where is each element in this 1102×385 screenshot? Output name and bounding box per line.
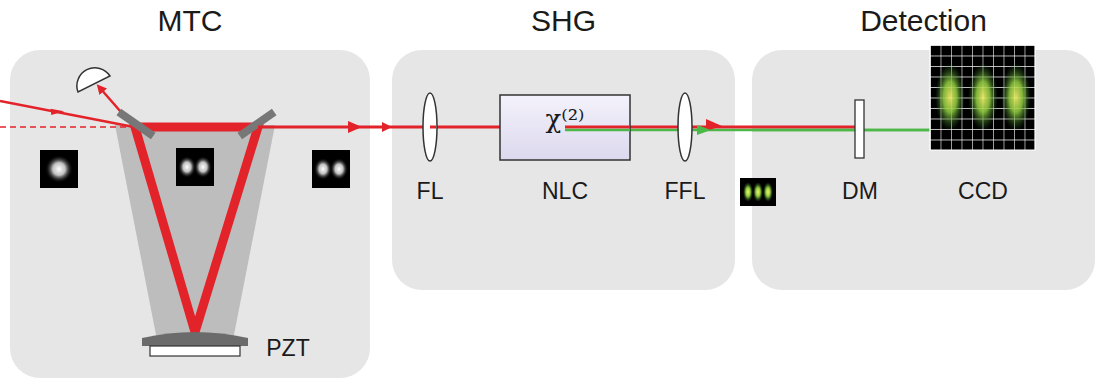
mode-image [312,150,350,188]
beam-connector [735,127,752,128]
shg-panel [392,50,735,290]
beam-arrow [348,121,362,133]
detection-panel [752,50,1095,290]
fundamental-beam [430,126,436,129]
cavity-mode [135,127,258,332]
mtc-panel [10,50,370,378]
second-harmonic-beam [752,129,930,132]
section-title: Detection [860,4,987,37]
arrow-head [382,122,392,132]
section-panel: MTC [10,50,370,378]
piezo [150,346,240,356]
focusing-lens [423,93,437,161]
mode-image [740,178,776,206]
beam-arrow [697,125,711,135]
section-panel: Detection [752,50,1095,290]
beam-arrow [49,109,64,118]
output-mirror [238,109,277,140]
section-title: SHG [531,4,596,37]
part-label: FL [417,179,444,204]
curved-mirror [142,332,248,346]
ccd-camera [930,45,1035,150]
photodiode [77,68,110,92]
fundamental-beam [752,126,858,129]
beam-line [735,126,752,129]
reference-line [0,126,130,128]
crystal-box: χ⁽²⁾NLC [500,95,630,160]
mode-image [176,148,214,186]
dichroic-mirror [855,100,864,158]
part-label: NLC [542,179,588,204]
section-panel: SHGχ⁽²⁾NLC [392,50,735,290]
part-label: CCD [958,179,1008,204]
input-mirror [117,109,156,140]
second-harmonic-beam [565,129,930,132]
part-label: FFL [665,179,706,204]
cavity-body [115,125,275,345]
part-label: DM [842,179,878,204]
mode-image [40,150,78,188]
lens [678,93,692,161]
beam-connector [370,122,392,132]
nonlinear-crystal [500,95,630,160]
section-title: MTC [158,4,223,37]
chi-symbol: χ⁽²⁾ [546,105,585,134]
part-label: PZT [266,336,309,361]
